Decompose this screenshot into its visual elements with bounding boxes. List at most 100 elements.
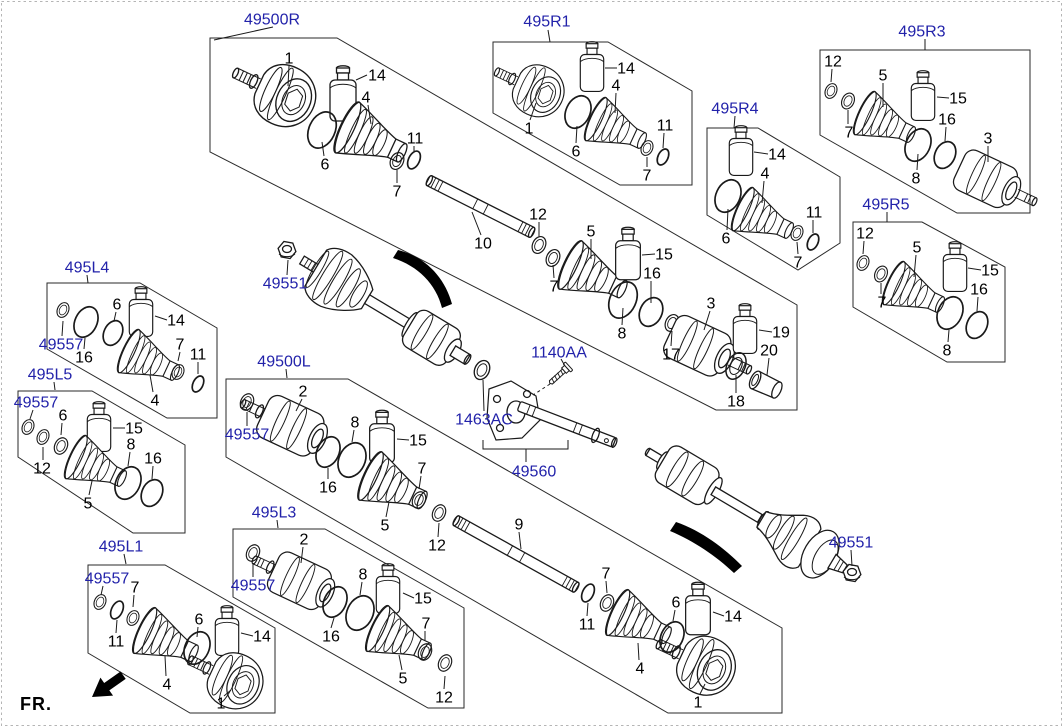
part-number-link-495L3[interactable]: 495L3: [252, 505, 297, 522]
callout-15: 15: [414, 591, 432, 608]
callout-3: 3: [984, 131, 993, 148]
callout-1: 1: [285, 51, 294, 68]
part-number-link-495R4[interactable]: 495R4: [711, 101, 758, 118]
part-number-link-49551[interactable]: 49551: [829, 535, 874, 552]
callout-4: 4: [612, 78, 621, 95]
part-number-link-49551[interactable]: 49551: [263, 276, 308, 293]
drive-shaft-bar: [425, 175, 536, 239]
callout-17: 17: [662, 347, 680, 364]
cv-boot-inner: [357, 451, 428, 510]
part-number-link-495R5[interactable]: 495R5: [862, 197, 909, 214]
callout-8: 8: [359, 567, 368, 584]
callout-19: 19: [772, 325, 790, 342]
inner-shaft-and-bearing-49560: [486, 380, 618, 448]
cv-boot: [730, 186, 795, 239]
callout-5: 5: [879, 68, 888, 85]
circlip: [36, 429, 50, 445]
callout-14: 14: [617, 61, 635, 78]
grease-tube: [369, 409, 395, 464]
callout-4: 4: [151, 393, 160, 410]
boot-clamp: [126, 610, 140, 626]
callout-7: 7: [878, 295, 887, 312]
callout-2: 2: [299, 384, 308, 401]
retainer-ring: [656, 148, 670, 166]
cv-boot: [333, 101, 408, 163]
cv-boot-inner: [557, 240, 628, 299]
boot-band: [564, 94, 592, 130]
snap-ring-49557: [56, 302, 70, 318]
part-number-link-495L4[interactable]: 495L4: [65, 260, 110, 277]
callout-7: 7: [794, 255, 803, 272]
callout-12: 12: [856, 226, 874, 243]
circlip: [531, 235, 547, 255]
callout-4: 4: [163, 677, 172, 694]
retainer-ring: [806, 233, 820, 251]
grease-tube: [728, 125, 754, 176]
callout-14: 14: [253, 629, 271, 646]
part-number-link-49500L[interactable]: 49500L: [257, 354, 310, 371]
group-box-495R5: [852, 221, 1006, 363]
part-number-link-1140AA[interactable]: 1140AA: [531, 345, 587, 362]
callout-7: 7: [131, 580, 140, 597]
boot-clamp: [417, 643, 433, 661]
part-number-link-495R3[interactable]: 495R3: [898, 24, 945, 41]
callout-6: 6: [672, 595, 681, 612]
callout-10: 10: [474, 236, 492, 253]
retainer-ring: [322, 585, 348, 619]
part-number-link-49557[interactable]: 49557: [225, 427, 270, 444]
snap-ring-49557: [21, 419, 35, 435]
boot-clamp: [840, 92, 856, 110]
part-number-link-495L5[interactable]: 495L5: [28, 367, 73, 384]
callout-4: 4: [362, 90, 371, 107]
cv-joint-outer: [655, 635, 736, 696]
retainer-ring: [406, 150, 422, 170]
callout-4: 4: [761, 166, 770, 183]
callout-15: 15: [125, 421, 143, 438]
callout-1: 1: [694, 695, 703, 712]
snap-ring-49557: [93, 594, 107, 610]
driveshaft-assembly-left: [298, 247, 472, 366]
part-number-link-49557[interactable]: 49557: [14, 395, 59, 412]
retainer-ring: [965, 310, 989, 340]
callout-2: 2: [300, 532, 309, 549]
callout-15: 15: [949, 91, 967, 108]
callout-5: 5: [84, 496, 93, 513]
callout-7: 7: [845, 125, 854, 142]
boot-band: [714, 178, 742, 214]
callout-5: 5: [587, 224, 596, 241]
retainer-ring: [933, 140, 957, 170]
grease-tube: [732, 303, 758, 354]
callout-11: 11: [108, 634, 125, 651]
retainer-ring: [73, 305, 99, 339]
callout-12: 12: [435, 690, 453, 707]
part-number-link-495R1[interactable]: 495R1: [523, 14, 570, 31]
retainer-ring: [140, 478, 164, 508]
callout-11: 11: [190, 347, 207, 364]
boot-clamp: [873, 265, 889, 283]
group-boxes-layer: [17, 37, 1031, 714]
part-number-link-495L1[interactable]: 495L1: [99, 539, 144, 556]
callout-7: 7: [176, 337, 185, 354]
part-number-link-1463AC[interactable]: 1463AC: [455, 412, 513, 429]
callout-20: 20: [760, 343, 778, 360]
part-number-link-49557[interactable]: 49557: [85, 571, 130, 588]
driveshaft-assembly-right: [644, 445, 849, 579]
part-number-link-49560[interactable]: 49560: [512, 464, 557, 481]
callout-6: 6: [321, 157, 330, 174]
grease-tube: [579, 41, 605, 92]
callout-8: 8: [351, 415, 360, 432]
callout-16: 16: [643, 266, 661, 283]
boot-clamp: [599, 594, 615, 612]
part-number-link-49557[interactable]: 49557: [231, 578, 276, 595]
part-number-link-49500R[interactable]: 49500R: [244, 12, 300, 29]
grease-tube: [942, 241, 968, 292]
part-number-link-49557[interactable]: 49557: [39, 337, 84, 354]
snap-ring-49557: [239, 393, 255, 411]
part-drawings-layer: [21, 41, 1038, 710]
retainer-ring: [109, 600, 125, 620]
callout-11: 11: [407, 131, 424, 148]
group-box-495L4: [46, 282, 218, 419]
